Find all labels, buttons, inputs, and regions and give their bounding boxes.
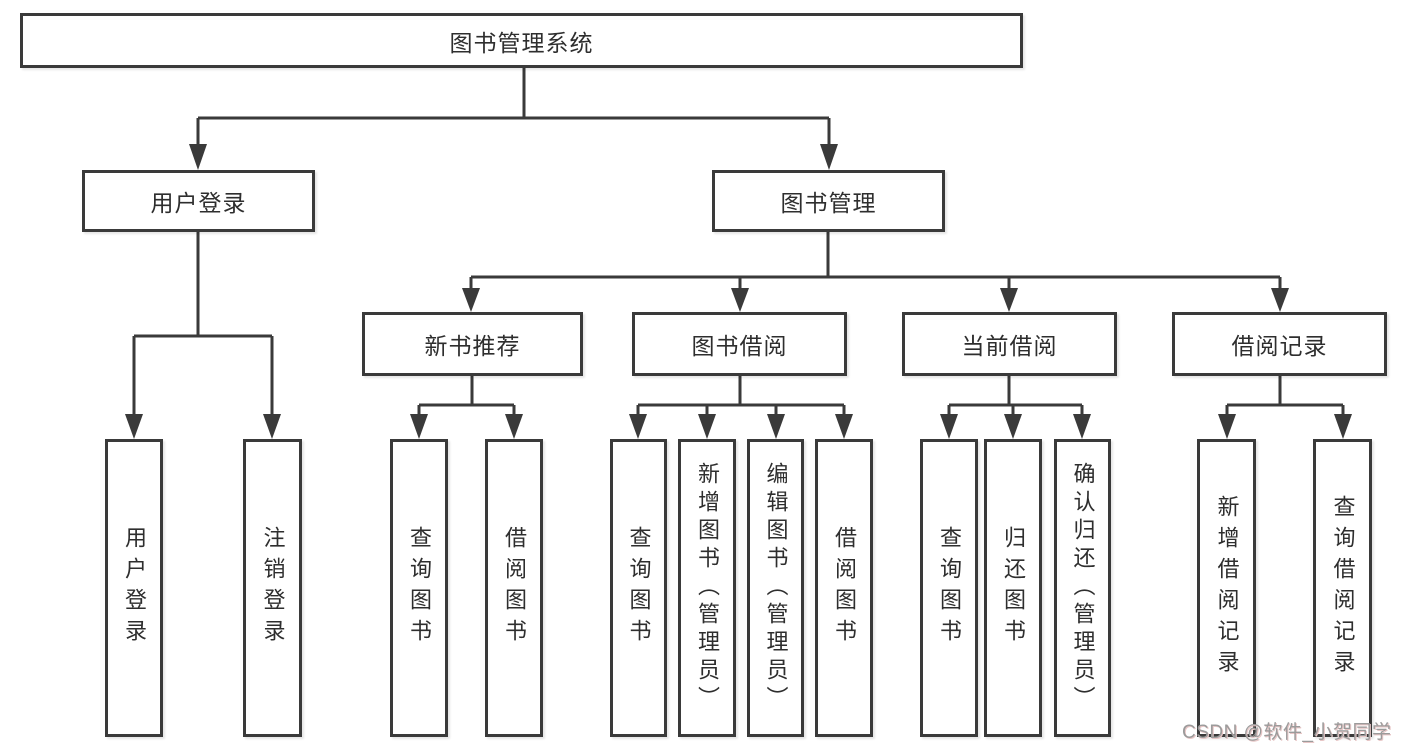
connector-current-borrowing <box>947 376 1084 416</box>
node-label: 用户登录 <box>150 190 247 216</box>
arrowhead <box>1073 414 1091 439</box>
node-book-management: 图书管理 <box>712 170 945 232</box>
arrowhead <box>189 144 207 170</box>
arrowhead <box>940 414 958 439</box>
leaf-confirm-return-admin: 确认归还（管理员） <box>1054 439 1111 737</box>
arrowhead <box>731 288 749 312</box>
arrowhead <box>767 414 785 439</box>
leaf-label: 确认归还（管理员） <box>1070 462 1096 714</box>
leaf-query-books-recommend: 查询图书 <box>390 439 448 737</box>
leaf-borrow-books-recommend: 借阅图书 <box>485 439 543 737</box>
leaf-label: 编辑图书（管理员） <box>763 462 789 714</box>
arrowhead <box>410 414 428 439</box>
leaf-borrow-books: 借阅图书 <box>815 439 873 737</box>
leaf-query-books-borrowing: 查询图书 <box>610 439 667 737</box>
leaf-label: 查询借阅记录 <box>1330 495 1356 681</box>
arrowhead <box>820 144 838 170</box>
arrowhead <box>1218 414 1236 439</box>
leaf-label: 查询图书 <box>937 526 962 650</box>
leaf-edit-books-admin: 编辑图书（管理员） <box>747 439 804 737</box>
arrowhead <box>629 414 647 439</box>
arrowhead <box>505 414 523 439</box>
leaf-label: 用户登录 <box>122 526 147 650</box>
node-label: 新书推荐 <box>424 333 521 359</box>
node-user-login: 用户登录 <box>82 170 315 232</box>
node-library-management-system: 图书管理系统 <box>20 13 1023 68</box>
connector-book-management <box>469 232 1282 289</box>
node-label: 借阅记录 <box>1231 333 1328 359</box>
connector-root <box>196 68 831 146</box>
arrowhead <box>698 414 716 439</box>
connector-user-login <box>132 232 274 416</box>
arrowhead <box>462 288 480 312</box>
leaf-label: 新增图书（管理员） <box>695 462 720 714</box>
leaf-label: 借阅图书 <box>502 526 527 650</box>
connector-new-book <box>417 376 516 416</box>
node-label: 当前借阅 <box>961 333 1058 359</box>
arrowhead <box>1000 288 1018 312</box>
arrowhead <box>263 414 281 439</box>
node-label: 图书管理系统 <box>449 29 594 56</box>
connector-borrow-records <box>1225 376 1345 416</box>
leaf-return-books: 归还图书 <box>984 439 1042 737</box>
leaf-query-borrow-record: 查询借阅记录 <box>1313 439 1372 737</box>
leaf-query-books-current: 查询图书 <box>920 439 978 737</box>
arrowhead <box>1334 414 1352 439</box>
node-label: 图书管理 <box>780 190 877 216</box>
arrowhead <box>1004 414 1022 439</box>
node-label: 图书借阅 <box>691 333 788 359</box>
leaf-label: 查询图书 <box>626 526 652 650</box>
leaf-logout: 注销登录 <box>243 439 302 737</box>
leaf-user-login: 用户登录 <box>105 439 163 737</box>
node-new-book-recommendation: 新书推荐 <box>362 312 583 376</box>
leaf-label: 查询图书 <box>407 526 432 650</box>
arrowhead <box>125 414 143 439</box>
leaf-label: 借阅图书 <box>832 526 857 650</box>
leaf-label: 归还图书 <box>1001 526 1026 650</box>
node-current-borrowing: 当前借阅 <box>902 312 1117 376</box>
leaf-add-borrow-record: 新增借阅记录 <box>1197 439 1256 737</box>
watermark-csdn: CSDN @软件_小贺同学 <box>1182 722 1392 743</box>
arrowhead <box>835 414 853 439</box>
leaf-label: 注销登录 <box>260 526 286 650</box>
node-book-borrowing: 图书借阅 <box>632 312 847 376</box>
connector-book-borrowing <box>636 376 846 416</box>
arrowhead <box>1271 288 1289 312</box>
leaf-add-books-admin: 新增图书（管理员） <box>678 439 736 737</box>
leaf-label: 新增借阅记录 <box>1214 495 1240 681</box>
node-borrowing-records: 借阅记录 <box>1172 312 1387 376</box>
